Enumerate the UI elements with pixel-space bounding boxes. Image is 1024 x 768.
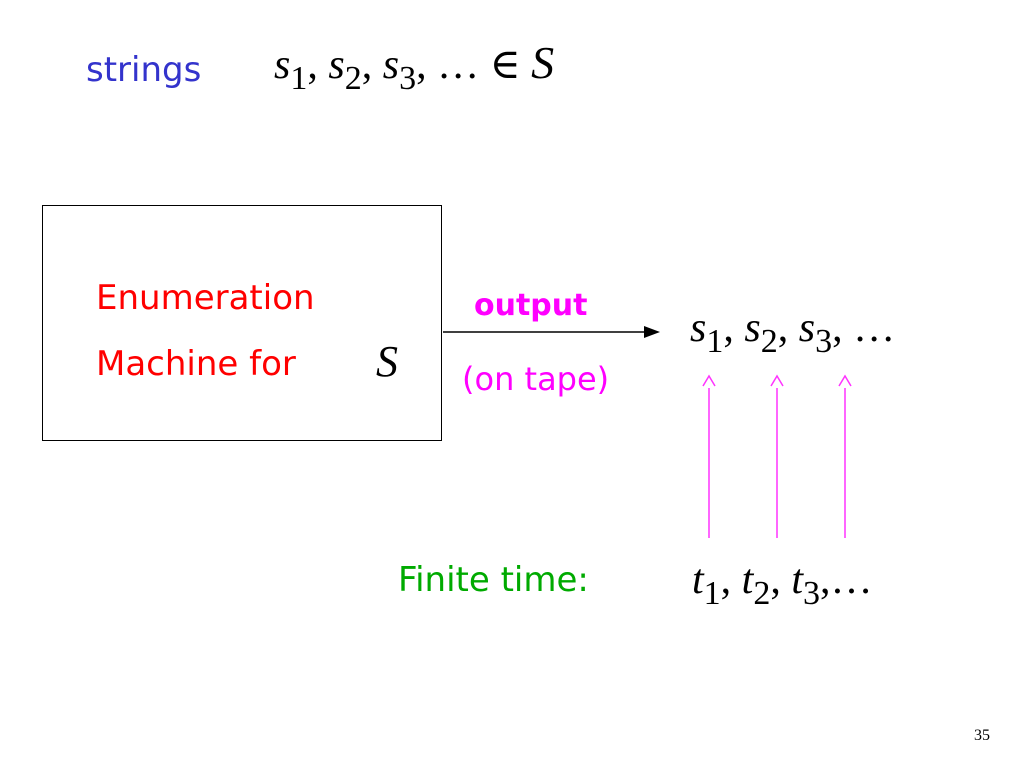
t-ellipsis: ,…	[820, 557, 873, 603]
top-sep-2: ,	[361, 42, 383, 88]
on-tape-label: (on tape)	[462, 360, 610, 398]
t1-sub: 1	[703, 574, 721, 612]
t-sep-2: ,	[770, 557, 792, 603]
output-arrow	[443, 326, 660, 338]
top-sequence-equation: s1, s2, s3, … ∈ S	[274, 36, 555, 95]
t2-var: t	[741, 557, 754, 603]
top-ellipsis-in: , … ∈	[416, 42, 532, 88]
out-sep-1: ,	[723, 305, 745, 351]
output-label: output	[474, 288, 588, 323]
top-s1-sub: 1	[290, 59, 308, 97]
out-s2-var: s	[744, 305, 761, 351]
enumeration-machine-box	[42, 205, 442, 441]
machine-set-symbol: S	[376, 337, 398, 386]
pointer-arrow-2	[770, 374, 784, 538]
page-number: 35	[974, 727, 990, 744]
strings-label: strings	[86, 50, 202, 90]
out-s1-var: s	[690, 305, 707, 351]
out-ellipsis: , …	[832, 305, 896, 351]
out-sep-2: ,	[777, 305, 799, 351]
t2-sub: 2	[753, 574, 771, 612]
top-s3-var: s	[382, 42, 400, 88]
out-s3-sub: 3	[815, 322, 833, 360]
out-s1-sub: 1	[706, 322, 724, 360]
top-set-S: S	[531, 37, 555, 88]
machine-label-line1: Enumeration	[96, 278, 315, 318]
pointer-arrow-1	[702, 374, 716, 538]
top-sep-1: ,	[307, 42, 329, 88]
output-sequence: s1, s2, s3, …	[690, 304, 896, 358]
t-sep-1: ,	[720, 557, 742, 603]
pointer-arrow-3	[838, 374, 852, 538]
top-s2-sub: 2	[344, 59, 362, 97]
t3-sub: 3	[803, 574, 821, 612]
out-s2-sub: 2	[760, 322, 778, 360]
t1-var: t	[692, 557, 704, 603]
top-s2-var: s	[328, 42, 345, 88]
t3-var: t	[791, 557, 804, 603]
finite-time-label: Finite time:	[398, 560, 589, 600]
machine-label-line2: Machine for	[96, 344, 296, 384]
out-s3-var: s	[798, 305, 816, 351]
top-s1-var: s	[274, 42, 291, 88]
top-s3-sub: 3	[399, 59, 417, 97]
finite-time-sequence: t1, t2, t3,…	[692, 556, 873, 610]
